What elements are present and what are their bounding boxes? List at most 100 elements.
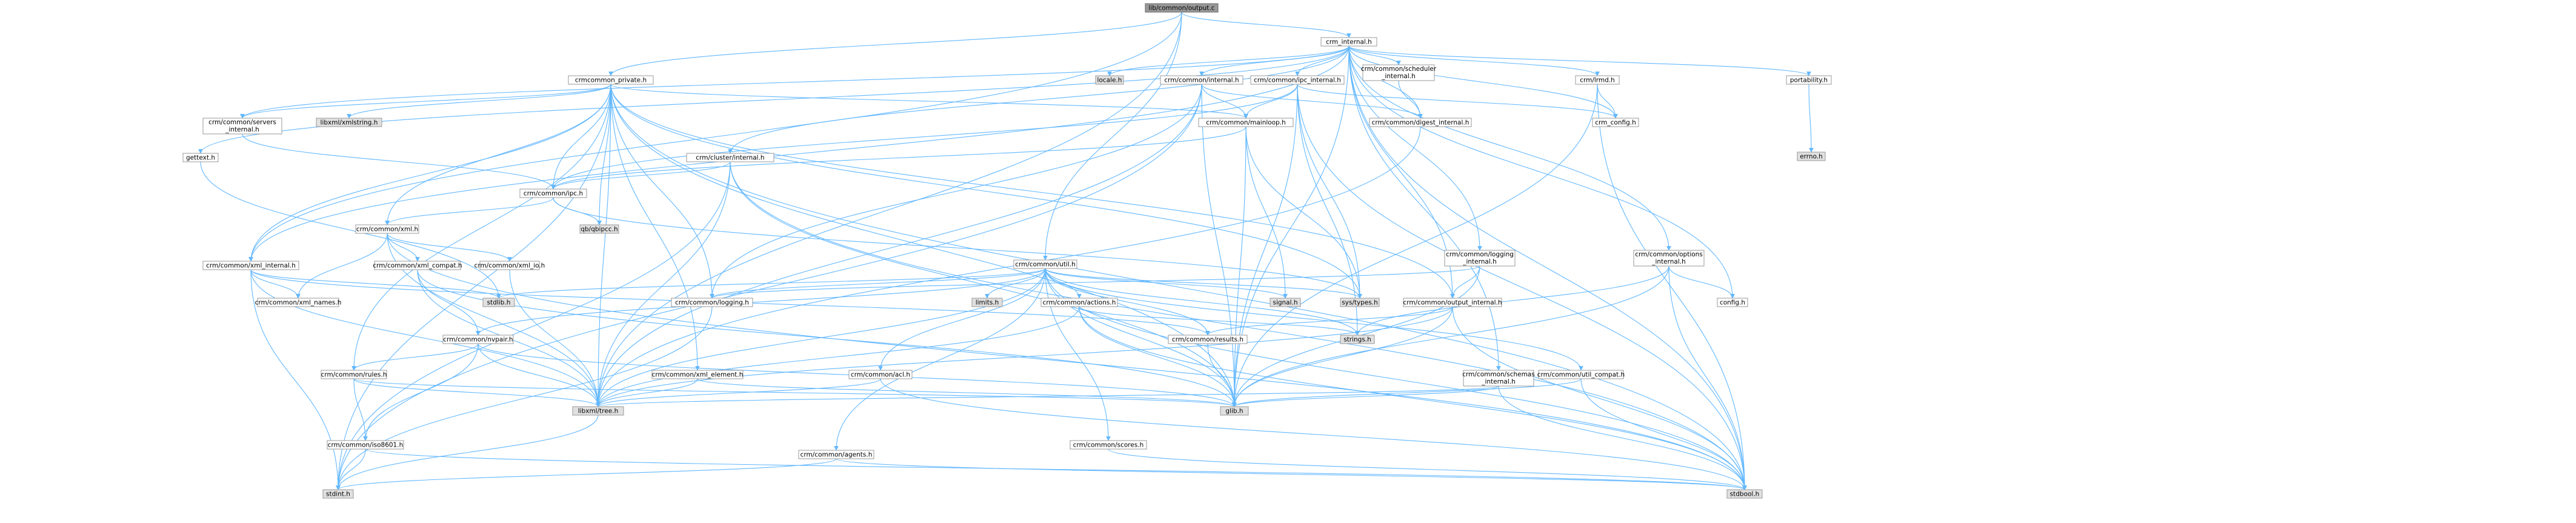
node-actions[interactable]: crm/common/actions.h <box>1040 298 1118 307</box>
edge-gettext-to-stdlib <box>200 161 501 299</box>
edge-ipc_internal-to-stdbool <box>1297 84 1747 490</box>
node-servers_internal[interactable]: crm/common/servers_internal.h <box>202 118 282 135</box>
node-box-limits <box>971 298 1003 307</box>
node-cluster_internal[interactable]: crm/cluster/internal.h <box>686 153 774 162</box>
node-logging[interactable]: crm/common/logging.h <box>671 298 753 307</box>
node-gettext[interactable]: gettext.h <box>182 153 219 162</box>
edge-logging-to-stdint <box>336 306 713 490</box>
edge-xml_internal-to-libxml_tree <box>250 269 601 407</box>
edge-actions-to-stdbool <box>1079 306 1747 490</box>
node-xml_names[interactable]: crm/common/xml_names.h <box>255 298 342 307</box>
edge-common_xml-to-xml_names <box>296 233 388 299</box>
node-common_xml[interactable]: crm/common/xml.h <box>355 224 419 234</box>
node-util[interactable]: crm/common/util.h <box>1013 259 1077 269</box>
node-ipc[interactable]: crm/common/ipc.h <box>519 188 587 198</box>
node-box-common_internal <box>1160 75 1243 85</box>
edge-crmcommon_private-to-common_xml <box>385 84 611 225</box>
node-box-errno <box>1797 152 1826 161</box>
node-label-common_xml: crm/common/xml.h <box>356 226 418 233</box>
node-box-agents <box>798 450 874 459</box>
node-digest_internal[interactable]: crm/common/digest_internal.h <box>1369 118 1472 127</box>
node-crm_internal[interactable]: crm_internal.h <box>1320 37 1377 47</box>
edge-util_compat-to-stdbool <box>1580 378 1747 490</box>
edge-logging_internal-to-output_internal <box>1450 265 1480 299</box>
node-xml_io[interactable]: crm/common/xml_io.h <box>474 261 545 270</box>
node-ipc_internal[interactable]: crm/common/ipc_internal.h <box>1250 75 1345 85</box>
edge-cluster_internal-to-stdbool <box>730 161 1747 490</box>
edge-schemas_internal-to-stdbool <box>1498 385 1747 490</box>
node-mainloop[interactable]: crm/common/mainloop.h <box>1198 118 1294 127</box>
edge-crmcommon_private-to-servers_internal <box>240 84 611 119</box>
edge-acl-to-libxml_tree <box>596 378 881 407</box>
edge-crm_internal-to-glib <box>1232 45 1350 407</box>
edge-output_c-to-crm_internal <box>1181 12 1351 38</box>
node-box-util <box>1013 259 1077 269</box>
node-box-qbipcc <box>579 224 619 234</box>
edge-crm_internal-to-output_internal <box>1348 45 1455 299</box>
node-label-crm_internal: crm_internal.h <box>1326 39 1372 46</box>
node-box-portability <box>1786 75 1832 85</box>
edge-common_internal-to-stdint <box>336 84 1202 490</box>
node-output_c[interactable]: lib/common/output.c <box>1145 3 1219 13</box>
edge-nvpair-to-iso8601 <box>363 343 479 441</box>
edge-common_internal-to-libxml_tree <box>596 84 1202 407</box>
node-rules[interactable]: crm/common/rules.h <box>321 370 387 379</box>
node-xml_compat[interactable]: crm/common/xml_compat.h <box>373 261 462 270</box>
node-xml_internal[interactable]: crm/common/xml_internal.h <box>202 261 299 270</box>
node-nvpair[interactable]: crm/common/nvpair.h <box>442 335 514 344</box>
node-box-output_c <box>1145 3 1219 13</box>
node-output_internal[interactable]: crm/common/output_internal.h <box>1403 298 1502 307</box>
edge-xml_internal-to-stdint <box>250 269 341 490</box>
node-glib: glib.h <box>1220 406 1249 416</box>
edge-mainloop-to-signal <box>1245 126 1288 299</box>
edge-ipc_internal-to-systypes <box>1297 84 1362 299</box>
node-label-stdbool: stdbool.h <box>1730 491 1760 498</box>
node-scheduler_internal[interactable]: crm/common/scheduler_internal.h <box>1361 64 1437 81</box>
edge-crm_internal-to-options_internal <box>1348 45 1671 251</box>
node-common_internal[interactable]: crm/common/internal.h <box>1160 75 1243 85</box>
node-portability[interactable]: portability.h <box>1786 75 1832 85</box>
node-box-acl <box>848 370 913 379</box>
edge-ipc-to-qbipcc <box>553 197 602 225</box>
edges-layer <box>198 12 1814 490</box>
nodes-layer: lib/common/output.c crm_internal.hcrmcomm… <box>182 3 1832 499</box>
node-box-glib <box>1220 406 1249 416</box>
node-acl[interactable]: crm/common/acl.h <box>848 370 913 379</box>
edge-crm_internal-to-servers_internal <box>240 45 1350 119</box>
node-config[interactable]: config.h <box>1717 298 1748 307</box>
edge-output_c-to-util <box>1043 12 1182 261</box>
edge-acl-to-stdbool <box>880 378 1747 490</box>
node-box-crmcommon_private <box>568 75 654 85</box>
edge-util-to-nvpair <box>476 268 1046 336</box>
node-scores[interactable]: crm/common/scores.h <box>1070 440 1147 450</box>
node-label-actions: crm/common/actions.h <box>1043 299 1116 307</box>
node-logging_internal[interactable]: crm/common/logging_internal.h <box>1444 250 1516 267</box>
node-util_compat[interactable]: crm/common/util_compat.h <box>1537 370 1625 379</box>
node-box-nvpair <box>442 335 514 344</box>
node-label-systypes: sys/types.h <box>1342 299 1378 307</box>
node-iso8601[interactable]: crm/common/iso8601.h <box>327 440 404 450</box>
edge-options_internal-to-glib <box>1232 265 1669 407</box>
node-crm_config[interactable]: crm_config.h <box>1592 118 1639 127</box>
node-options_internal[interactable]: crm/common/options_internal.h <box>1633 250 1705 267</box>
edge-crm_internal-to-portability <box>1348 45 1811 76</box>
node-box-xmlstring <box>316 118 382 127</box>
node-lrmd[interactable]: crm/lrmd.h <box>1575 75 1620 85</box>
node-errno: errno.h <box>1797 152 1826 161</box>
node-results[interactable]: crm/common/results.h <box>1168 335 1248 344</box>
edge-options_internal-to-config <box>1668 265 1735 299</box>
node-label-scheduler_internal-line2: _internal.h <box>1381 73 1416 80</box>
node-box-crm_config <box>1592 118 1639 127</box>
edge-ipc_internal-to-ipc <box>551 84 1298 190</box>
node-qbipcc: qb/qbipcc.h <box>579 224 619 234</box>
node-box-rules <box>321 370 387 379</box>
node-box-common_xml <box>355 224 419 234</box>
node-crmcommon_private[interactable]: crmcommon_private.h <box>568 75 654 85</box>
node-schemas_internal[interactable]: crm/common/schemas_internal.h <box>1462 370 1535 387</box>
edge-digest_internal-to-libxml_tree <box>596 126 1421 407</box>
edge-output_c-to-crmcommon_private <box>608 12 1182 76</box>
node-label-schemas_internal-line1: crm/common/schemas <box>1462 371 1534 378</box>
node-xml_element[interactable]: crm/common/xml_element.h <box>651 370 744 379</box>
edge-util-to-logging <box>710 268 1046 299</box>
node-agents[interactable]: crm/common/agents.h <box>798 450 874 459</box>
